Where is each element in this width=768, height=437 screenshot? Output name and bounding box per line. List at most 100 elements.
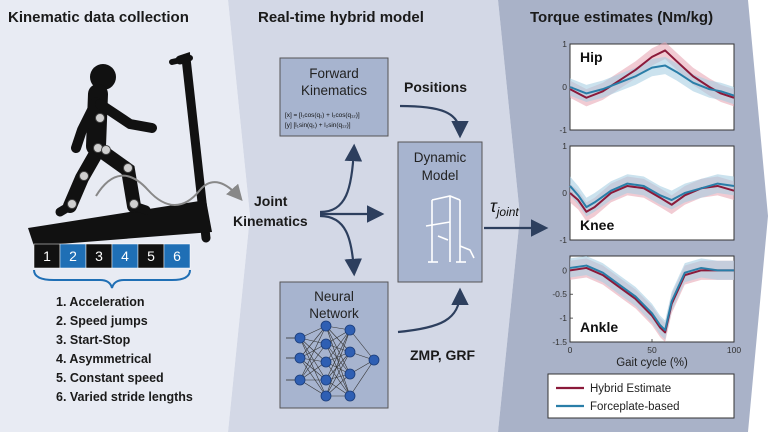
legend-label-hybrid: Hybrid Estimate: [590, 383, 671, 395]
series-band: [570, 56, 734, 105]
nn-connection: [325, 329, 351, 397]
treadmill-segment: [85, 243, 113, 269]
treadmill-segment: [163, 243, 191, 269]
nn-connection: [299, 337, 327, 363]
series-line: [569, 266, 734, 334]
joint-kinematics-label-line1: Joint: [254, 193, 288, 209]
motion-capture-markers: [67, 113, 139, 209]
nn-node: [344, 346, 356, 358]
nn-node: [294, 332, 306, 344]
nn-node: [344, 324, 356, 336]
y-tick-label: 1: [562, 141, 567, 151]
zmp-grf-label: ZMP, GRF: [410, 347, 476, 363]
tau-subscript: joint: [495, 205, 520, 219]
nn-node: [368, 354, 380, 366]
legend: Hybrid Estimate Forceplate-based: [547, 373, 735, 419]
nn-connection: [299, 325, 327, 359]
series-line: [569, 64, 735, 97]
y-tick-label: 0: [562, 188, 567, 198]
x-tick-label: 50: [647, 345, 657, 355]
x-axis-label: Gait cycle (%): [616, 357, 688, 369]
nn-connection: [325, 351, 351, 397]
nn-connection: [299, 337, 327, 397]
treadmill-segment-number: 2: [69, 248, 77, 264]
tau-symbol: τ: [490, 196, 498, 216]
treadmill-segment-number: 5: [147, 248, 155, 264]
treadmill-segment-number: 1: [43, 248, 51, 264]
nn-connection: [299, 343, 327, 381]
condition-item: 4. Asymmetrical: [56, 352, 151, 366]
nn-node: [294, 374, 306, 386]
fk-equation-row2: [y] [l₁sin(q₁) + l₂sin(q₁₂)]: [285, 122, 351, 129]
nn-connection: [325, 343, 351, 375]
nn-node: [320, 356, 332, 368]
neural-network-box: [279, 281, 389, 409]
treadmill-segment-number: 4: [121, 248, 129, 264]
chart-title: Ankle: [580, 319, 618, 335]
condition-item: 2. Speed jumps: [56, 314, 148, 328]
left-panel-title: Kinematic data collection: [8, 9, 189, 26]
nn-node: [320, 374, 332, 386]
condition-item: 5. Constant speed: [56, 371, 164, 385]
kinematics-flow-arrow: [95, 174, 243, 206]
joint-kinematics-label-line2: Kinematics: [233, 213, 308, 229]
nn-connection: [299, 337, 327, 381]
condition-item: 3. Start-Stop: [56, 333, 131, 347]
x-tick-label: 100: [727, 345, 741, 355]
treadmill-segment: [33, 243, 61, 269]
nn-connection: [325, 329, 351, 363]
treadmill-segments: 1 2 3 4 5 6: [33, 243, 191, 269]
positions-label: Positions: [404, 79, 467, 95]
right-panel-title: Torque estimates (Nm/kg): [530, 9, 713, 26]
nn-connection: [325, 325, 351, 397]
fk-equation-row1: [x] = [l₁cos(q₁) + l₂cos(q₁₂)]: [285, 112, 360, 119]
treadmill-segment-number: 6: [173, 248, 181, 264]
nn-node: [344, 390, 356, 402]
neural-network-line1: Neural: [314, 289, 354, 304]
neural-network-line2: Network: [309, 306, 359, 321]
y-tick-label: 0: [562, 265, 567, 275]
y-tick-label: -1: [559, 313, 567, 323]
nn-node: [294, 352, 306, 364]
series-line: [569, 264, 734, 332]
nn-connection: [325, 329, 351, 381]
tau-joint-label: τjoint: [490, 196, 519, 219]
series-line: [569, 182, 735, 209]
dynamic-model-box: [397, 141, 483, 283]
y-tick-label: -0.5: [552, 289, 567, 299]
nn-connection: [325, 325, 351, 353]
treadmill-illustration: [28, 51, 243, 246]
condition-item: 6. Varied stride lengths: [56, 390, 193, 404]
y-tick-label: 0: [562, 82, 567, 92]
nn-connection: [325, 325, 351, 375]
forward-kinematics-line1: Forward: [309, 66, 359, 81]
nn-connection: [299, 325, 327, 381]
legend-label-forceplate: Forceplate-based: [590, 401, 680, 413]
nn-node: [320, 320, 332, 332]
x-tick-label: 0: [568, 345, 573, 355]
nn-connection: [299, 357, 327, 381]
nn-connection: [325, 373, 351, 397]
series-band: [570, 256, 734, 340]
dynamic-model-line1: Dynamic: [414, 150, 467, 165]
robot-model-icon: [425, 195, 475, 263]
treadmill-segment-number: 3: [95, 248, 103, 264]
forward-kinematics-line2: Kinematics: [301, 83, 367, 98]
neural-network-graph: [286, 320, 380, 402]
nn-node: [320, 390, 332, 402]
chart-title: Knee: [580, 217, 614, 233]
nn-connection: [325, 343, 351, 397]
segments-brace: [33, 269, 191, 289]
nn-connection: [349, 359, 375, 397]
treadmill-segment: [111, 243, 139, 269]
nn-connection: [299, 357, 327, 397]
forward-kinematics-box: [279, 57, 389, 137]
middle-panel-title: Real-time hybrid model: [258, 9, 424, 26]
